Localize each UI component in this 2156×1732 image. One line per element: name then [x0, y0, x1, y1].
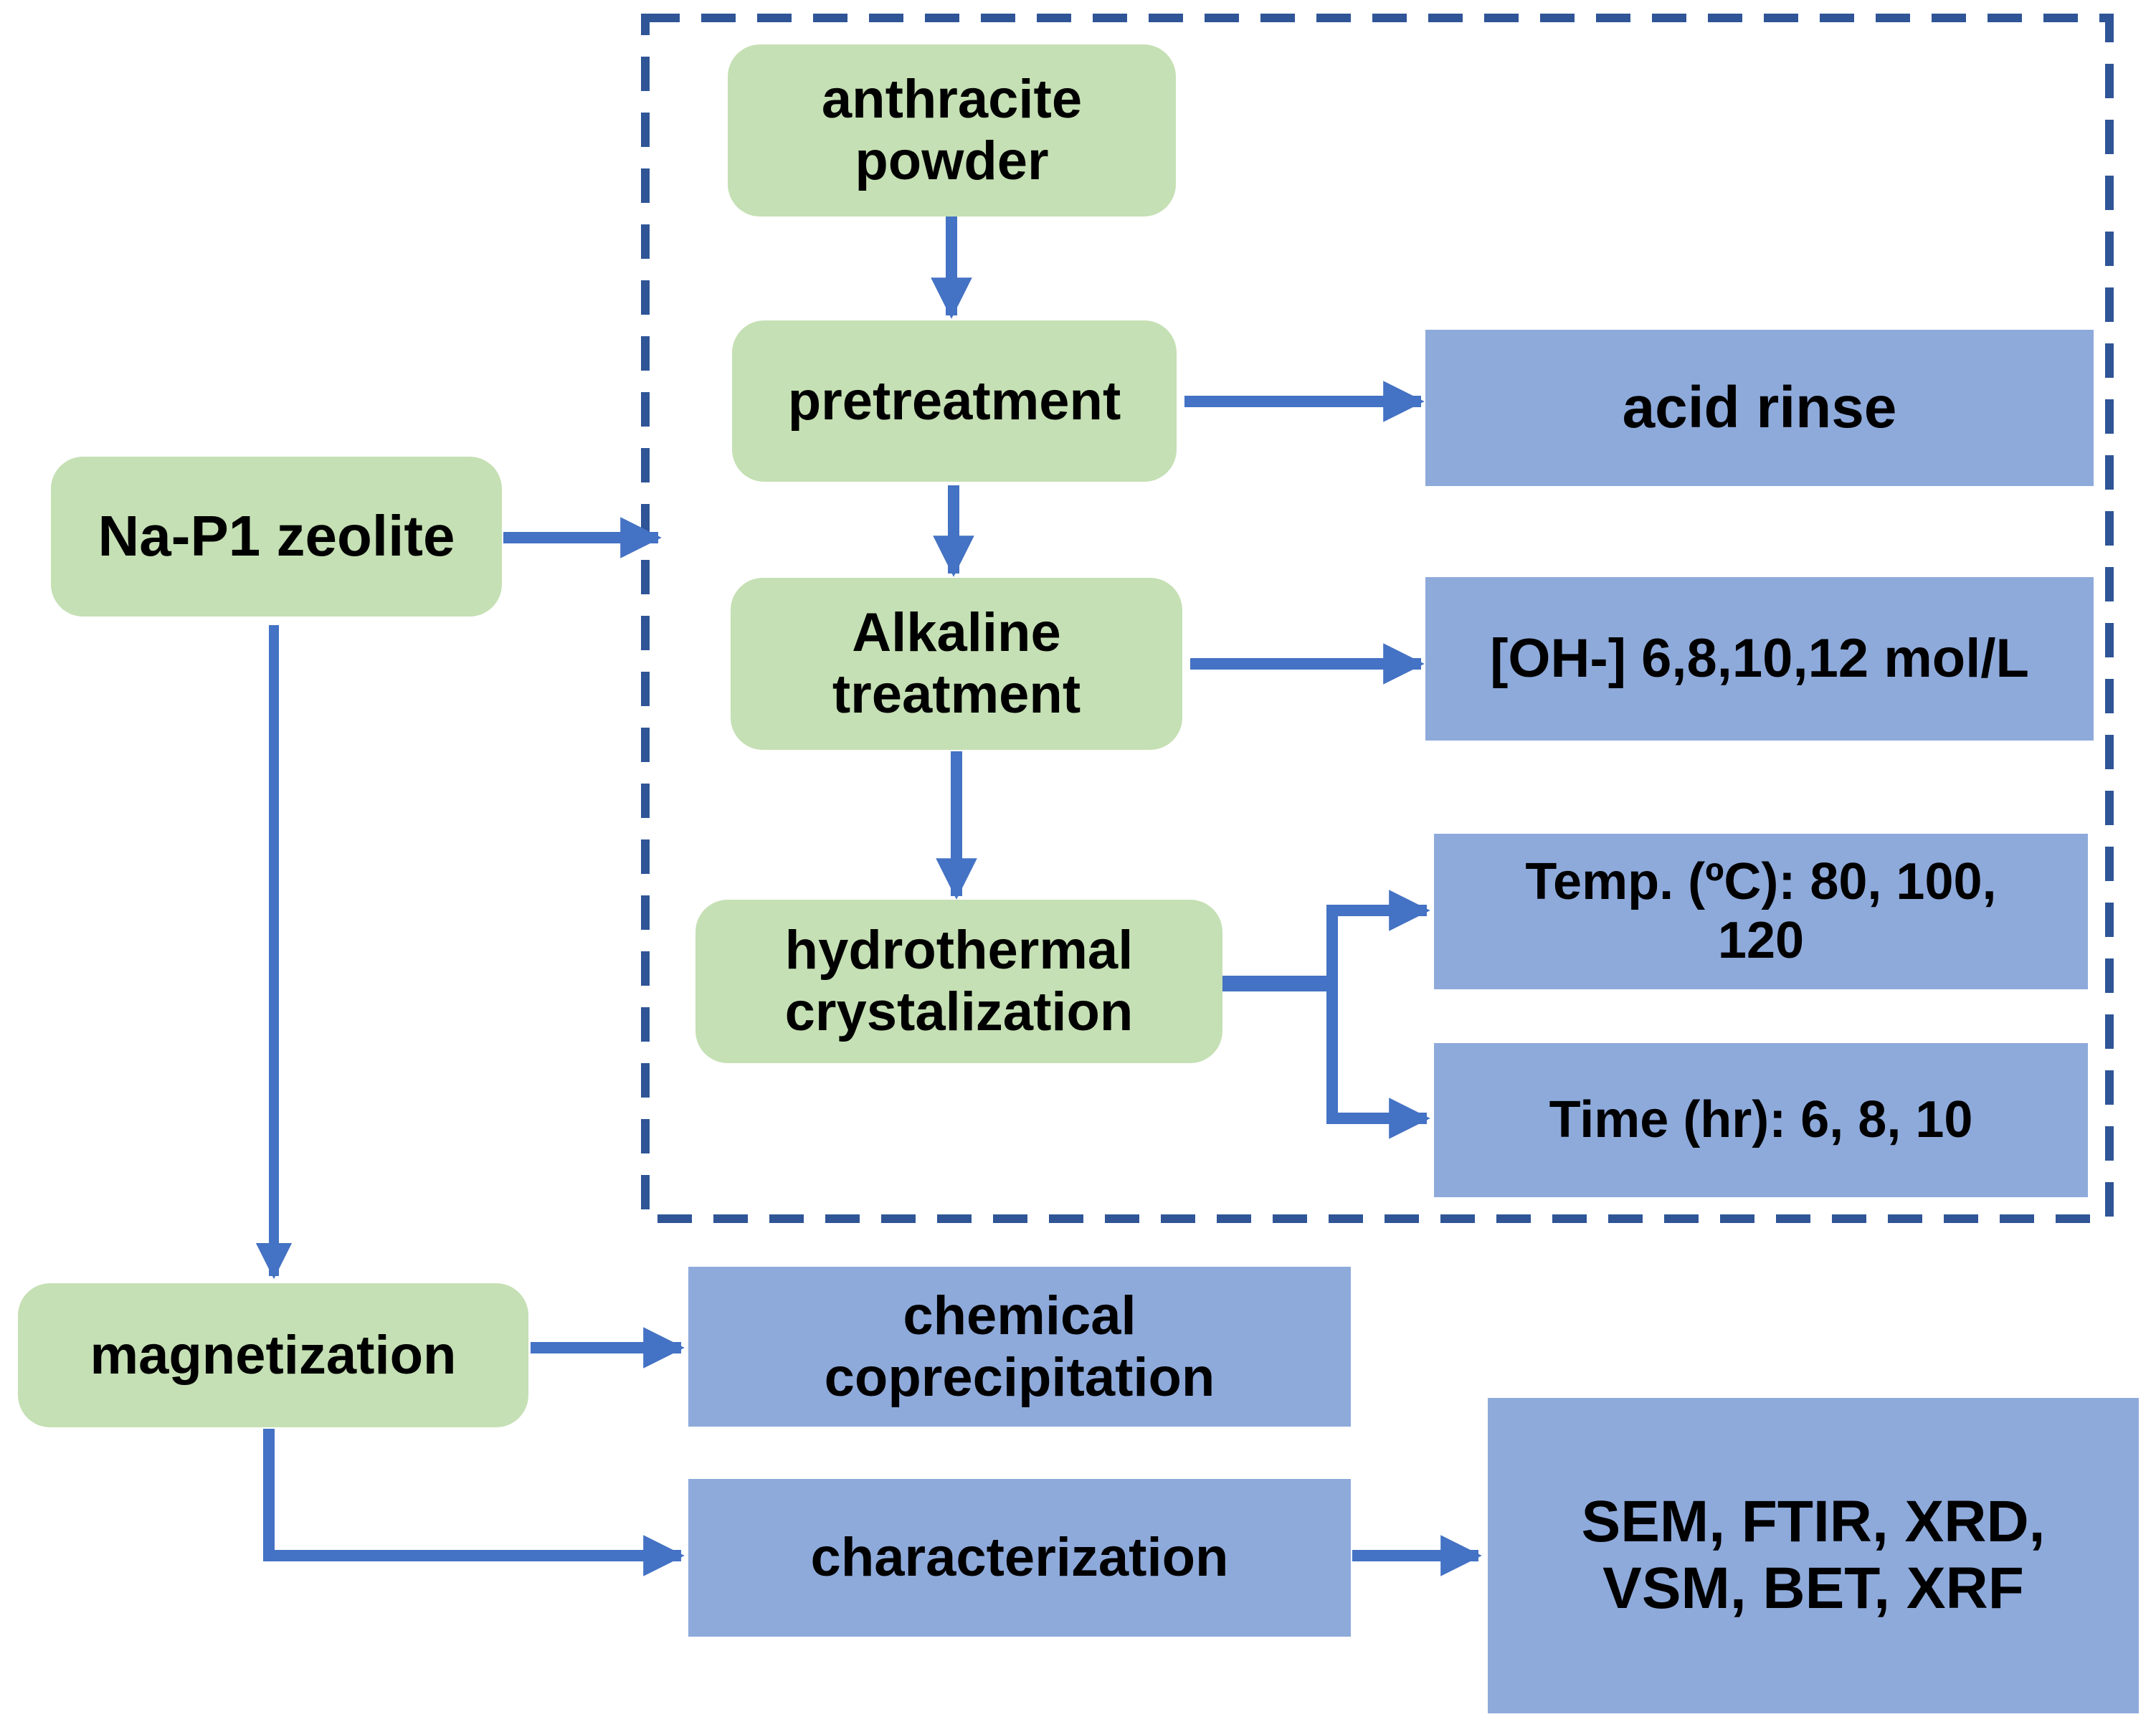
node-hydrothermal-crystalization-label: hydrothermal crystalization — [784, 920, 1134, 1042]
node-na-p1-zeolite: Na-P1 zeolite — [51, 457, 502, 617]
node-alkaline-treatment: Alkaline treatment — [731, 578, 1182, 750]
node-characterization-label: characterization — [810, 1527, 1229, 1589]
node-alkaline-treatment-label: Alkaline treatment — [832, 602, 1081, 725]
node-chemical-coprecipitation-label: chemical coprecipitation — [824, 1285, 1215, 1408]
node-oh-concentration: [OH-] 6,8,10,12 mol/L — [1425, 577, 2094, 741]
node-pretreatment-label: pretreatment — [787, 370, 1121, 432]
node-time-levels-label: Time (hr): 6, 8, 10 — [1549, 1090, 1973, 1148]
node-hydrothermal-crystalization: hydrothermal crystalization — [695, 900, 1222, 1063]
node-anthracite-powder: anthracite powder — [728, 44, 1176, 217]
node-magnetization-label: magnetization — [90, 1324, 457, 1386]
node-characterization: characterization — [688, 1479, 1351, 1637]
node-chemical-coprecipitation: chemical coprecipitation — [688, 1267, 1351, 1427]
node-oh-concentration-label: [OH-] 6,8,10,12 mol/L — [1490, 628, 2029, 690]
node-pretreatment: pretreatment — [732, 320, 1177, 482]
arrow-magnetization-to-characterization — [263, 1429, 685, 1576]
node-characterization-instruments: SEM, FTIR, XRD, VSM, BET, XRF — [1488, 1398, 2139, 1713]
node-acid-rinse-label: acid rinse — [1622, 374, 1897, 440]
node-na-p1-zeolite-label: Na-P1 zeolite — [98, 504, 455, 568]
node-temperature-levels: Temp. (ºC): 80, 100, 120 — [1434, 834, 2088, 989]
node-anthracite-powder-label: anthracite powder — [821, 69, 1083, 191]
node-acid-rinse: acid rinse — [1425, 330, 2094, 486]
node-temperature-levels-label: Temp. (ºC): 80, 100, 120 — [1525, 853, 1997, 969]
node-time-levels: Time (hr): 6, 8, 10 — [1434, 1043, 2088, 1197]
node-characterization-instruments-label: SEM, FTIR, XRD, VSM, BET, XRF — [1581, 1489, 2046, 1621]
node-magnetization: magnetization — [18, 1283, 528, 1427]
